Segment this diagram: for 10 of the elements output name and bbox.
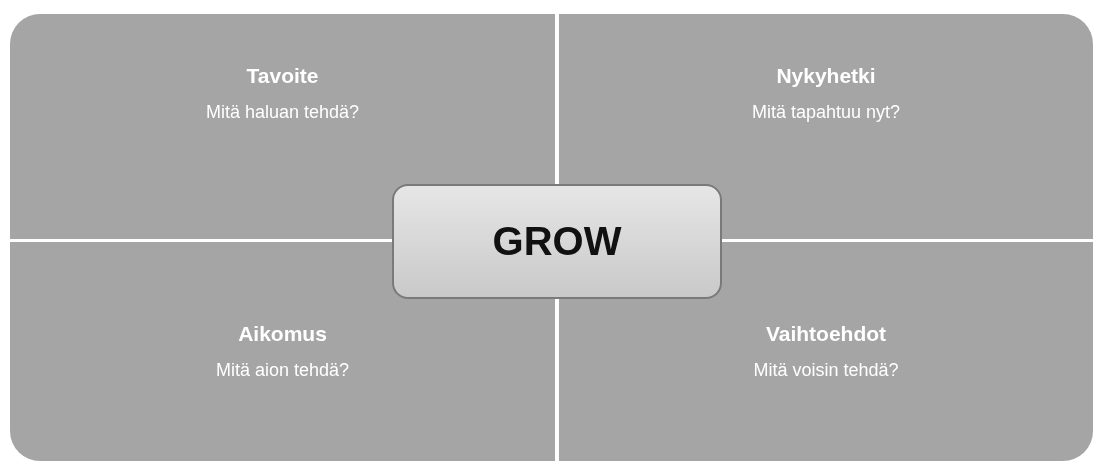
center-title: GROW — [492, 219, 622, 264]
quadrant-question: Mitä tapahtuu nyt? — [751, 102, 901, 123]
quadrant-question: Mitä haluan tehdä? — [205, 102, 360, 123]
quadrant-question: Mitä aion tehdä? — [215, 360, 350, 381]
quadrant-heading: Aikomus — [238, 322, 327, 346]
quadrant-heading: Nykyhetki — [776, 64, 876, 88]
quadrant-heading: Vaihtoehdot — [765, 322, 887, 346]
quadrant-question: Mitä voisin tehdä? — [753, 360, 899, 381]
quadrant-heading: Tavoite — [246, 64, 319, 88]
center-box — [392, 184, 722, 299]
